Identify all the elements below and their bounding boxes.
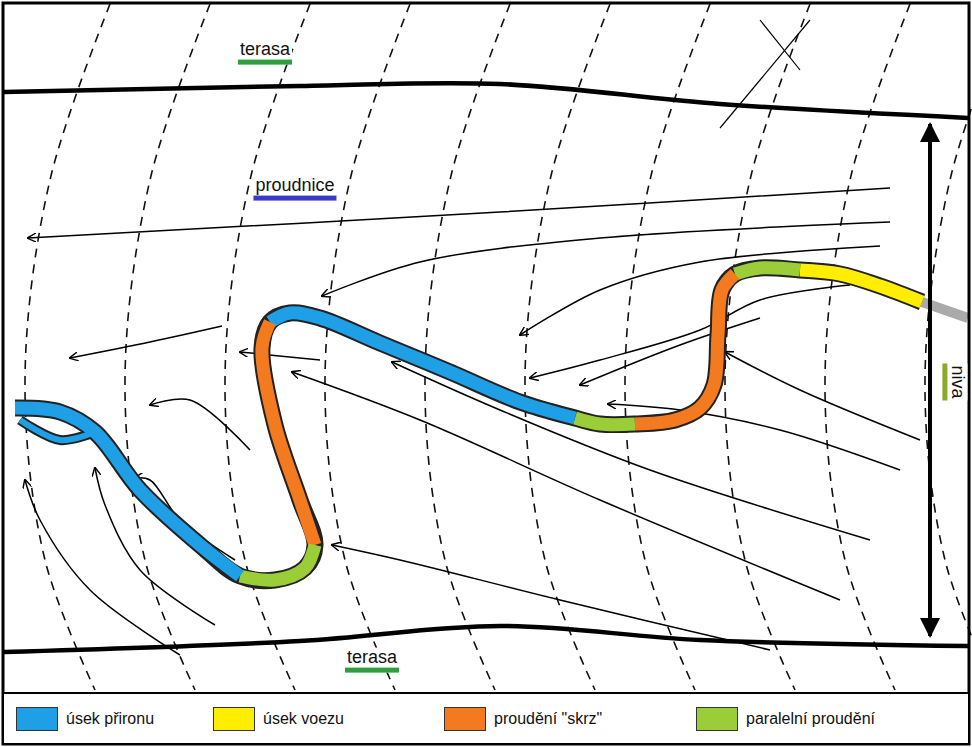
flowlines — [25, 188, 920, 655]
legend-item: úsek voezu — [213, 707, 344, 731]
map-label: terasa — [238, 40, 292, 65]
isoline — [425, 4, 510, 690]
river-section — [735, 268, 800, 274]
flowline-arrow — [332, 545, 770, 650]
river-outline — [15, 268, 922, 581]
map-label: proudnice — [253, 176, 336, 201]
river-section — [635, 274, 735, 424]
legend-text: úsek přironu — [66, 710, 154, 728]
river-section — [15, 408, 240, 576]
isoline — [925, 4, 972, 690]
legend-item: úsek přironu — [16, 707, 154, 731]
isolines — [25, 4, 972, 690]
flowline-arrow — [608, 404, 900, 470]
flowline-arrow — [240, 352, 320, 360]
legend-text: úsek voezu — [263, 710, 344, 728]
isoline — [525, 4, 610, 690]
legend-swatch — [696, 707, 738, 731]
flowline-arrow — [725, 352, 920, 440]
floodplain-width-arrow — [928, 124, 932, 636]
legend-swatch — [213, 707, 255, 731]
legend-swatch — [16, 707, 58, 731]
legend-separator — [3, 692, 969, 694]
river-section — [575, 418, 635, 425]
river — [15, 268, 968, 581]
flowline-arrow — [292, 372, 840, 600]
legend-text: proudění "skrz" — [494, 710, 602, 728]
flowline-arrow — [580, 318, 760, 385]
map-label: terasa — [345, 648, 399, 673]
terrace-edge — [4, 83, 968, 118]
flowline-arrow — [520, 246, 880, 335]
legend-swatch — [444, 707, 486, 731]
flowline-arrow — [70, 326, 222, 358]
flowline-arrow — [530, 285, 850, 378]
legend-text: paralelní proudění — [746, 710, 875, 728]
legend-item: paralelní proudění — [696, 707, 875, 731]
river-section — [800, 270, 922, 302]
frame — [3, 3, 969, 744]
flowline-arrow — [322, 222, 890, 296]
isoline — [25, 4, 110, 690]
river-section — [262, 322, 315, 545]
river-section — [270, 313, 575, 418]
flowline-arrow — [150, 399, 250, 450]
slope-line — [720, 20, 810, 128]
river-section — [240, 545, 315, 580]
flowline-arrow — [28, 188, 890, 238]
isoline — [125, 4, 210, 690]
map-label: niva — [943, 363, 968, 400]
slope-line — [760, 20, 800, 70]
legend-ground — [4, 693, 968, 743]
isoline — [625, 4, 710, 690]
isoline — [825, 4, 910, 690]
legend-item: proudění "skrz" — [444, 707, 602, 731]
terrace-edge — [4, 626, 968, 652]
